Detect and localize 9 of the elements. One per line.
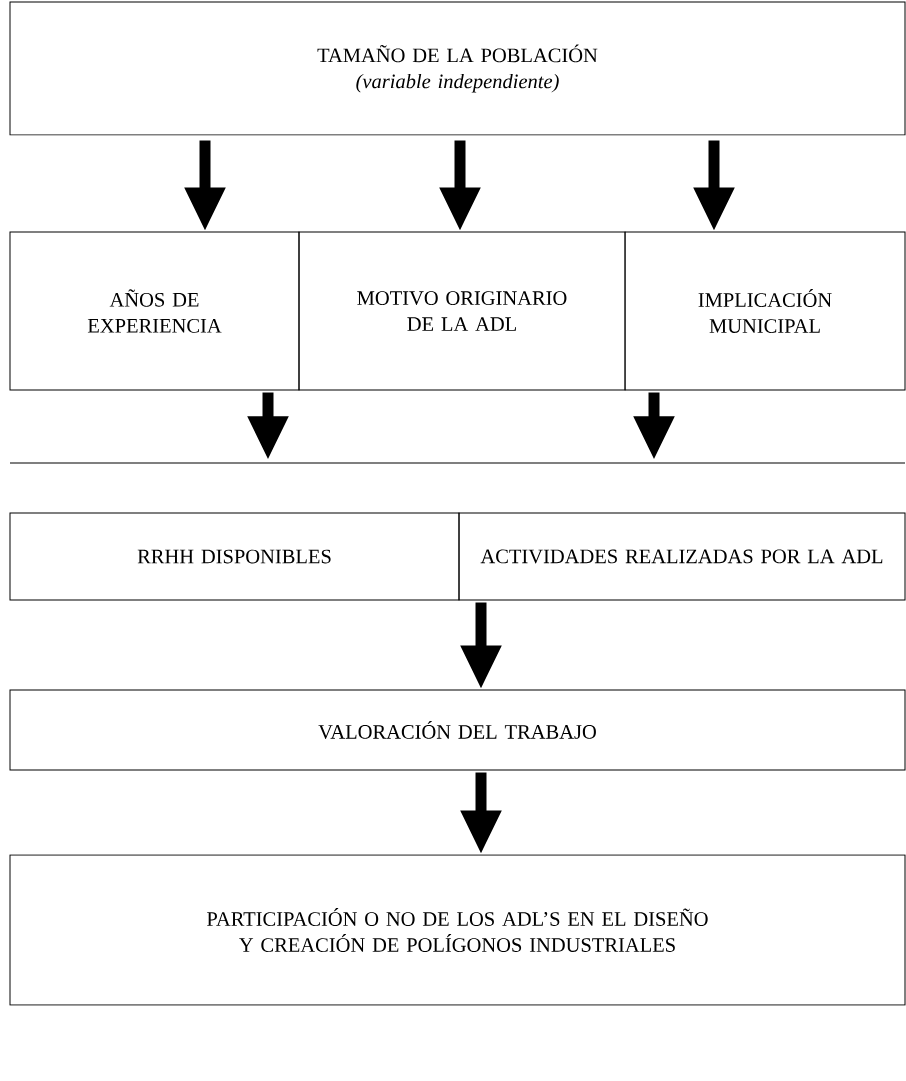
- process-box: MOTIVO ORIGINARIO DE LA ADL: [298, 231, 626, 391]
- process-box: PARTICIPACIÓN O NO DE LOS ADL’S EN EL DISEÑO Y CREACIÓN DE POLÍGONOS INDUSTRIALES: [9, 854, 906, 1006]
- process-box: VALORACIÓN DEL TRABAJO: [9, 689, 906, 771]
- process-box: TAMAÑO DE LA POBLACIÓN (variable independiente): [9, 1, 906, 136]
- process-box: RRHH DISPONIBLES: [9, 512, 460, 601]
- process-box: AÑOS DE EXPERIENCIA: [9, 231, 300, 391]
- horizontal-line: [10, 462, 905, 464]
- process-box: IMPLICACIÓN MUNICIPAL: [624, 231, 906, 391]
- process-box: ACTIVIDADES REALIZADAS POR LA ADL: [458, 512, 906, 601]
